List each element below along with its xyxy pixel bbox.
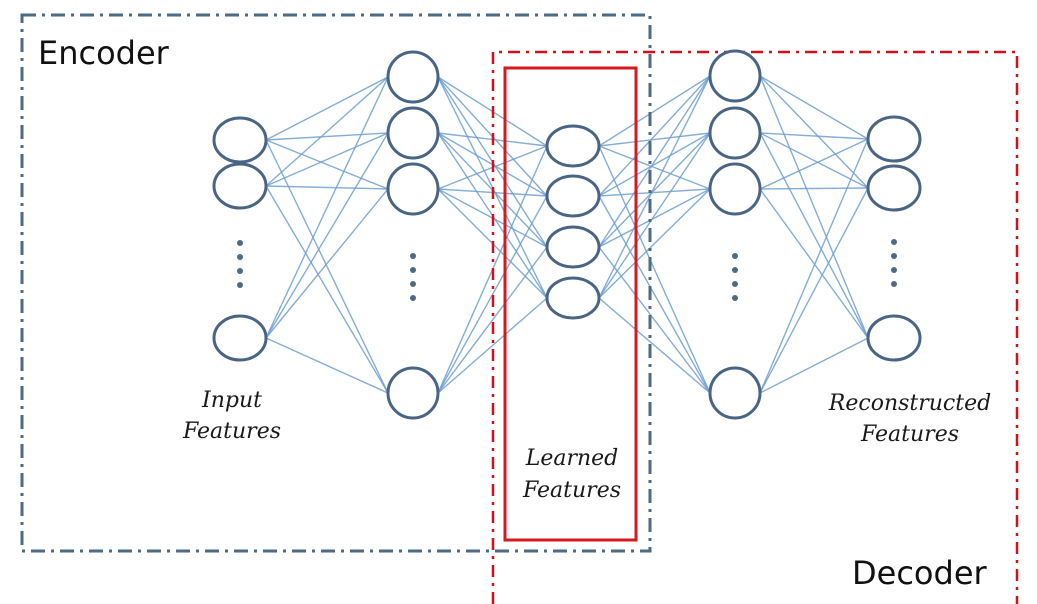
connection-edge: [759, 75, 869, 339]
bottleneck-neuron: [545, 174, 601, 218]
connection-edge: [265, 337, 389, 394]
ellipsis-dot: [891, 239, 897, 245]
connection-edge: [598, 75, 711, 147]
learned-features-box: [503, 66, 638, 542]
encoder-region-box: [20, 13, 652, 553]
connection-edge: [759, 75, 869, 189]
encoder-hidden-neuron: [386, 162, 440, 216]
neurons: [212, 49, 922, 420]
ellipsis-dot: [732, 295, 738, 301]
ellipsis-dot: [237, 240, 243, 246]
decoder-hidden-neuron: [708, 106, 762, 160]
connection-edge: [598, 132, 711, 248]
learned-features-label-line2: Features: [522, 478, 621, 503]
input-neuron: [212, 116, 268, 164]
connection-edge: [598, 132, 711, 299]
ellipsis-dots: [237, 239, 897, 301]
connection-edge: [265, 185, 389, 190]
bottleneck-neuron: [545, 276, 601, 320]
connection-edge: [759, 188, 869, 339]
ellipsis-dot: [410, 253, 416, 259]
connection-edge: [759, 138, 869, 394]
output-neuron: [866, 115, 922, 163]
reconstructed-features-label-line1: Reconstructed: [828, 391, 991, 416]
ellipsis-dot: [410, 295, 416, 301]
input-features-label-line1: Input: [201, 388, 262, 413]
decoder-label: Decoder: [852, 554, 988, 592]
connection-edge: [437, 297, 548, 394]
connection-edge: [265, 132, 389, 339]
ellipsis-dot: [891, 267, 897, 273]
ellipsis-dot: [237, 254, 243, 260]
connection-edge: [598, 75, 711, 299]
connection-edge: [759, 132, 869, 339]
connection-edge: [265, 139, 389, 190]
connection-edge: [759, 138, 869, 190]
bottleneck-neuron: [545, 225, 601, 269]
connection-edge: [759, 132, 869, 140]
connection-edge: [598, 297, 711, 394]
ellipsis-dot: [237, 268, 243, 274]
connection-edge: [598, 145, 711, 190]
input-neuron: [212, 162, 268, 210]
connection-edge: [759, 132, 869, 189]
decoder-hidden-neuron: [708, 49, 762, 103]
connection-edge: [598, 188, 711, 197]
connection-edge: [598, 132, 711, 147]
reconstructed-features-label-line2: Features: [860, 422, 959, 447]
connection-edge: [598, 75, 711, 248]
connection-edge: [265, 76, 389, 141]
ellipsis-dot: [410, 281, 416, 287]
ellipsis-dot: [732, 281, 738, 287]
encoder-label: Encoder: [38, 34, 170, 72]
decoder-region-box: [491, 50, 1019, 604]
connection-edge: [265, 132, 389, 187]
ellipsis-dot: [732, 253, 738, 259]
encoder-hidden-neuron: [386, 50, 440, 104]
connection-edge: [598, 132, 711, 197]
connection-edge: [759, 75, 869, 140]
ellipsis-dot: [891, 281, 897, 287]
decoder-hidden-neuron: [708, 162, 762, 216]
connection-edge: [265, 188, 389, 339]
connection-edge: [598, 188, 711, 248]
connection-edge: [759, 187, 869, 190]
connection-edge: [598, 145, 711, 394]
input-features-label-line2: Features: [182, 419, 281, 444]
connection-edge: [265, 139, 389, 394]
encoder-hidden-neuron: [386, 366, 440, 420]
connection-edge: [759, 187, 869, 394]
decoder-hidden-neuron: [708, 366, 762, 420]
ellipsis-dot: [891, 253, 897, 259]
ellipsis-dot: [237, 282, 243, 288]
connection-edge: [265, 185, 389, 394]
encoder-hidden-neuron: [386, 106, 440, 160]
connection-edge: [265, 76, 389, 187]
ellipsis-dot: [410, 267, 416, 273]
connection-edge: [759, 337, 869, 394]
output-neuron: [866, 164, 922, 212]
learned-features-label-line1: Learned: [525, 446, 619, 471]
connection-edge: [437, 246, 548, 394]
connection-edge: [598, 188, 711, 299]
bottleneck-neuron: [545, 124, 601, 168]
ellipsis-dot: [732, 267, 738, 273]
output-neuron: [866, 314, 922, 362]
connection-edge: [598, 75, 711, 197]
connection-edge: [265, 132, 389, 141]
input-neuron: [212, 314, 268, 362]
connection-edge: [265, 76, 389, 339]
connection-edge: [437, 195, 548, 394]
connection-edge: [598, 195, 711, 394]
